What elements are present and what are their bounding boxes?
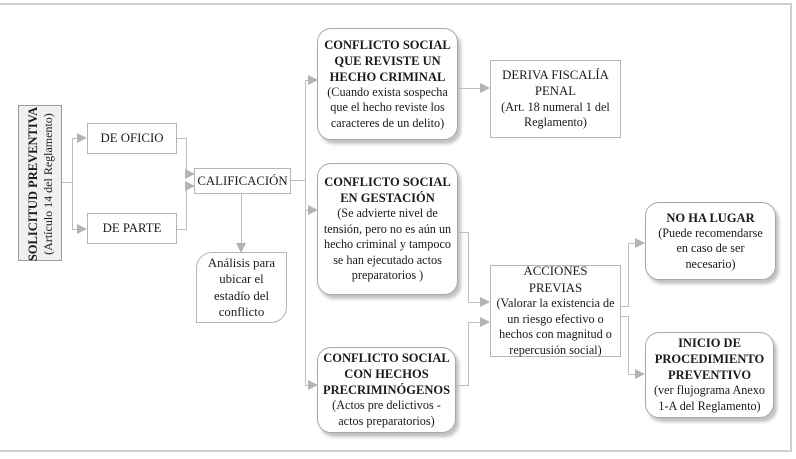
node-no-ha-lugar: NO HA LUGAR (Puede recomendarse en caso … [645,202,776,280]
node-calificacion: CALIFICACIÓN [194,168,291,194]
node-subtitle: (Actos pre delictivos - actos preparator… [332,398,441,428]
connector-to-conflicto3 [305,385,309,386]
node-conflicto-en-gestacion: CONFLICTO SOCIAL EN GESTACIÓN (Se advier… [317,163,458,295]
node-deriva-fiscalia-penal: DERIVA FISCALÍA PENAL (Art. 18 numeral 1… [490,60,621,138]
arrowhead-analisis-icon [236,243,246,253]
node-subtitle: (Valorar la existencia de un riesgo efec… [496,296,615,357]
node-subtitle: (Artículo 14 del Reglamento) [41,113,56,255]
node-label: Análisis para ubicar el estadío del conf… [207,255,276,319]
connector-conflicto2-in [468,302,481,303]
connector-de-parte-up [186,186,187,230]
node-title: SOLICITUD PREVENTIVA [26,106,41,262]
connector-to-de-parte [72,229,78,230]
node-subtitle: (Art. 18 numeral 1 del Reglamento) [501,99,610,130]
arrowhead-no-ha-lugar-icon [635,238,645,248]
connector-de-oficio-down [186,138,187,175]
arrowhead-calificacion-upper-icon [185,169,195,179]
connector-conflicto2-down [468,232,469,303]
arrowhead-de-parte-icon [77,224,87,234]
arrowhead-acciones-upper-icon [480,297,490,307]
rotated-label: SOLICITUD PREVENTIVA (Artículo 14 del Re… [19,106,63,262]
node-solicitud-preventiva: SOLICITUD PREVENTIVA (Artículo 14 del Re… [18,105,62,261]
connector-no-ha-lugar-in [628,243,636,244]
connector-solicitud-split-vertical [72,138,73,230]
node-acciones-previas: ACCIONES PREVIAS (Valorar la existencia … [490,264,621,357]
node-de-oficio: DE OFICIO [87,123,177,154]
connector-solicitud-split [62,182,72,183]
node-title: NO HA LUGAR [666,210,755,225]
arrowhead-de-oficio-icon [77,133,87,143]
node-title: CONFLICTO SOCIAL EN GESTACIÓN [324,174,451,205]
connector-conflicto1-deriva [458,88,481,89]
connector-conflicto3-up [468,322,469,386]
node-title: CONFLICTO SOCIAL QUE REVISTE UN HECHO CR… [324,37,451,84]
node-title: ACCIONES PREVIAS [523,264,588,295]
node-title: INICIO DE PROCEDIMIENTO PREVENTIVO [654,336,765,383]
connector-acciones-up [628,243,629,307]
node-analisis-estadio: Análisis para ubicar el estadío del conf… [196,252,287,323]
connector-acciones-down [628,316,629,375]
connector-to-conflicto2 [305,210,309,211]
arrowhead-acciones-lower-icon [480,317,490,327]
connector-to-conflicto1 [305,80,309,81]
connector-conflicto3-in [468,322,481,323]
node-subtitle: (Cuando exista sospecha que el hecho rev… [327,84,448,130]
connector-inicio-in [628,374,636,375]
arrowhead-conflicto1-icon [308,75,318,85]
connector-de-oficio-out [177,138,187,139]
node-conflicto-hecho-criminal: CONFLICTO SOCIAL QUE REVISTE UN HECHO CR… [317,28,458,140]
node-label: CALIFICACIÓN [197,173,288,188]
connector-conflicts-trunk [305,80,306,386]
connector-calificacion-analisis [241,194,242,244]
node-inicio-procedimiento-preventivo: INICIO DE PROCEDIMIENTO PREVENTIVO (ver … [645,332,774,418]
node-subtitle: (Puede recomendarse en caso de ser neces… [658,225,763,271]
node-subtitle: (ver flujograma Anexo 1-A del Reglamento… [653,383,765,413]
connector-conflicto3-out [456,385,469,386]
arrowhead-inicio-icon [635,369,645,379]
arrowhead-conflicto3-icon [308,380,318,390]
node-conflicto-precriminogenos: CONFLICTO SOCIAL CON HECHOS PRECRIMINÓGE… [317,347,456,433]
arrowhead-conflicto2-icon [308,205,318,215]
node-de-parte: DE PARTE [87,213,177,244]
node-label: DE OFICIO [100,131,164,146]
node-subtitle: (Se advierte nivel de tensión, pero no e… [323,205,452,283]
node-title: DERIVA FISCALÍA PENAL [502,68,609,99]
node-label: DE PARTE [102,221,162,236]
connector-calificacion-out [290,180,306,181]
connector-acciones-out-lower [621,316,629,317]
connector-to-de-oficio [72,138,78,139]
connector-conflicto2-out [457,232,469,233]
connector-de-parte-out [177,229,187,230]
arrowhead-calificacion-lower-icon [185,181,195,191]
arrowhead-deriva-icon [480,83,490,93]
node-title: CONFLICTO SOCIAL CON HECHOS PRECRIMINÓGE… [322,351,451,398]
connector-acciones-out-upper [621,306,629,307]
